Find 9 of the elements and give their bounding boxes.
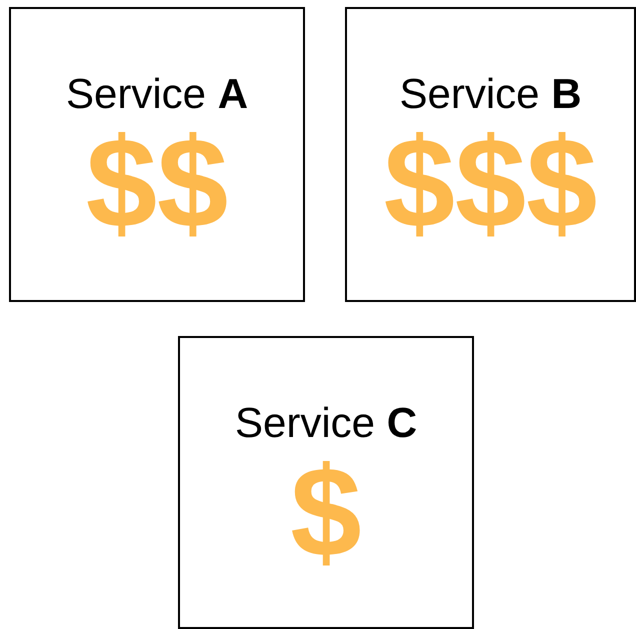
dollar-signs: $$ [86, 117, 228, 252]
service-label: Service A [66, 71, 248, 118]
service-label: Service B [399, 71, 582, 118]
service-box [345, 7, 636, 302]
dollar-signs: $$$ [384, 117, 598, 252]
service-label: Service C [234, 400, 418, 446]
service-box [9, 7, 305, 302]
dollar-signs: $ [290, 446, 362, 581]
service-box [178, 336, 474, 629]
